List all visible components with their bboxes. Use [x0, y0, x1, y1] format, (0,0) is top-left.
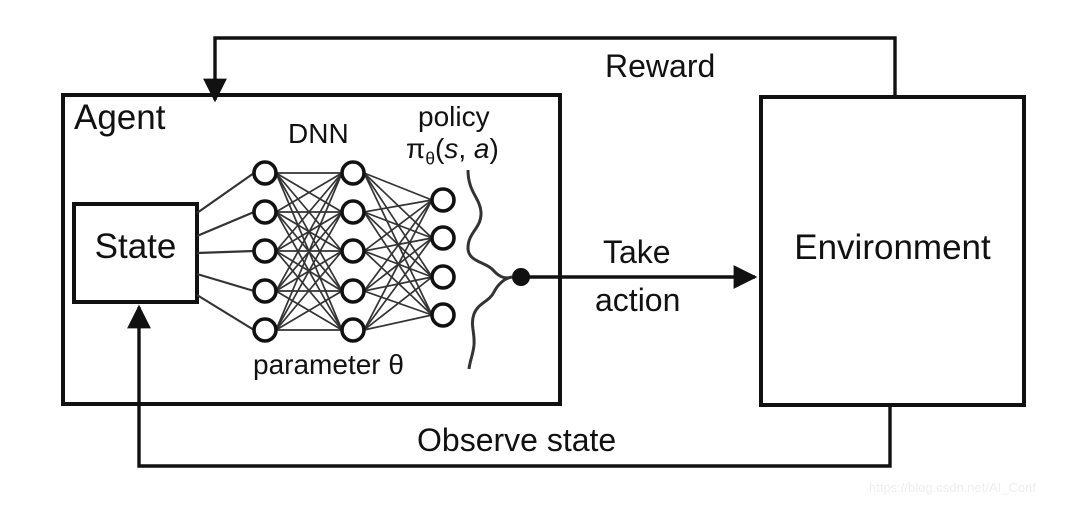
reward-arrow: [203, 36, 897, 103]
layer1-layer2-edges: [275, 172, 343, 331]
take-action-edge-label-line1: Take: [603, 234, 671, 270]
dnn-node: [340, 317, 366, 343]
dnn-node: [340, 199, 366, 225]
dnn-node: [430, 225, 456, 251]
reward-edge-label: Reward: [605, 48, 716, 84]
dnn-node: [430, 302, 456, 328]
state-box-label: State: [94, 227, 177, 266]
dnn-node: [252, 160, 278, 186]
policy-arg-action: a: [473, 133, 490, 164]
policy-theta-subscript: θ: [425, 148, 435, 169]
policy-label: policy: [418, 101, 490, 132]
parameter-label: parameter θ: [253, 349, 404, 380]
observe-state-arrow: [127, 304, 892, 468]
dnn-node: [430, 187, 456, 213]
dnn-layer-1-nodes: [252, 160, 278, 343]
policy-paren-open: (: [434, 133, 445, 164]
dnn-node: [252, 278, 278, 304]
policy-pi-symbol: π: [406, 133, 426, 164]
observe-state-edge-label: Observe state: [417, 422, 617, 458]
state-to-network-edges: [196, 172, 255, 331]
dnn-label: DNN: [288, 118, 349, 149]
layer2-layer3-edges: [363, 172, 433, 331]
policy-arg-separator: ,: [458, 133, 474, 164]
dnn-node: [252, 317, 278, 343]
state-box: [72, 202, 199, 304]
dnn-layer-2-nodes: [340, 160, 366, 343]
policy-function-label: πθ(s, a): [406, 133, 499, 169]
policy-arg-state: s: [444, 133, 459, 164]
dnn-node: [252, 199, 278, 225]
environment-box-label: Environment: [794, 228, 991, 267]
dnn-node: [340, 160, 366, 186]
dnn-node: [252, 238, 278, 264]
take-action-edge-label-line2: action: [595, 282, 681, 318]
source-watermark: https://blog.csdn.net/AI_Conf: [869, 480, 1036, 495]
dnn-node: [340, 278, 366, 304]
dnn-layer-3-nodes: [430, 187, 456, 328]
policy-paren-close: ): [489, 133, 499, 164]
dnn-node: [430, 264, 456, 290]
agent-box-label: Agent: [74, 98, 166, 137]
environment-box: [759, 95, 1026, 407]
dnn-node: [340, 238, 366, 264]
